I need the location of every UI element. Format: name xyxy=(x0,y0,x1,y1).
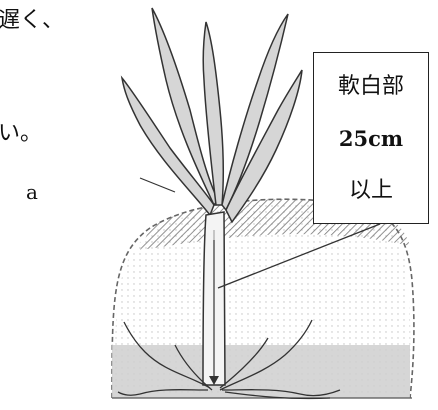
label-line-1: 軟白部 xyxy=(338,75,404,99)
marker-a-pointer xyxy=(140,178,175,192)
label-line-3: 以上 xyxy=(349,179,393,203)
blanched-length-label: 軟白部 25cm 以上 xyxy=(313,52,429,224)
label-line-2: 25cm xyxy=(339,127,403,150)
